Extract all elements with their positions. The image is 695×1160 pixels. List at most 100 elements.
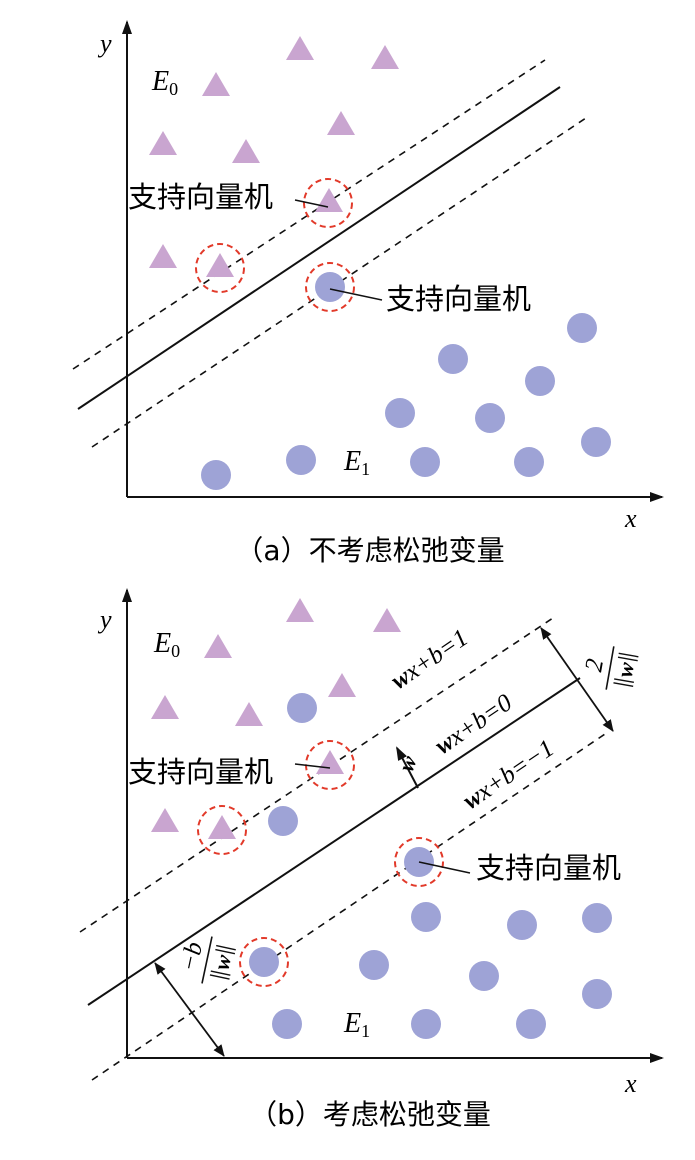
offset-numerator: −b bbox=[176, 940, 209, 974]
triangle-point bbox=[328, 673, 356, 697]
class-e0-label-a: E0 bbox=[151, 66, 178, 99]
support-vector-ring bbox=[195, 243, 245, 293]
margin-width-dimension: 2 w bbox=[540, 627, 639, 732]
sv-leader-right-a bbox=[329, 288, 383, 301]
norm-bar bbox=[617, 656, 638, 662]
triangle-point bbox=[286, 598, 314, 622]
circle-point bbox=[516, 1009, 546, 1039]
circle-point bbox=[581, 427, 611, 457]
decision-boundary-a bbox=[77, 86, 561, 410]
class-e1-points-a bbox=[201, 272, 611, 490]
support-vector-ring bbox=[305, 262, 355, 312]
triangle-point bbox=[151, 808, 179, 832]
norm-bar bbox=[216, 944, 236, 951]
circle-point bbox=[525, 366, 555, 396]
equation-upper: wx+b=1 bbox=[386, 624, 473, 695]
support-vector-triangle bbox=[206, 253, 234, 277]
sv-leader-left-a bbox=[294, 199, 329, 208]
offset-denominator: w bbox=[209, 952, 237, 972]
caption-b: （b）考虑松弛变量 bbox=[249, 1098, 491, 1131]
equations-b: wx+b=1 wx+b=0 wx+b=−1 bbox=[386, 624, 559, 815]
class-e0-points-a bbox=[149, 36, 399, 277]
triangle-point bbox=[286, 36, 314, 60]
margin-width-denominator: w bbox=[612, 660, 639, 679]
class-e1-label-a: E1 bbox=[343, 446, 370, 479]
triangle-point bbox=[204, 634, 232, 658]
class-e1-label-b: E1 bbox=[343, 1008, 370, 1041]
norm-bar bbox=[215, 948, 236, 955]
margin-width-arrow bbox=[540, 627, 614, 732]
margin-width-numerator: 2 bbox=[580, 657, 609, 674]
circle-point bbox=[410, 447, 440, 477]
x-axis-label-a: x bbox=[624, 504, 637, 533]
fraction-bar bbox=[201, 936, 213, 984]
axes-a: y x bbox=[97, 20, 664, 533]
norm-bar bbox=[614, 678, 634, 684]
circle-point bbox=[475, 403, 505, 433]
norm-bar bbox=[618, 652, 639, 658]
circle-point bbox=[286, 445, 316, 475]
triangle-point bbox=[373, 608, 401, 632]
circle-point bbox=[287, 693, 317, 723]
circle-point bbox=[268, 806, 298, 836]
class-e1-points-b bbox=[249, 693, 612, 1039]
upper-margin-line-a bbox=[72, 59, 546, 370]
triangle-point bbox=[151, 695, 179, 719]
triangle-point bbox=[371, 45, 399, 69]
equation-lower: wx+b=−1 bbox=[458, 735, 559, 815]
norm-bar bbox=[210, 970, 231, 976]
circle-point bbox=[469, 961, 499, 991]
decision-boundary-b bbox=[87, 677, 581, 1006]
fraction-bar bbox=[605, 646, 615, 690]
support-vector-ring bbox=[303, 178, 353, 228]
circle-point bbox=[507, 910, 537, 940]
class-e0-points-b bbox=[151, 598, 401, 839]
offset-arrow bbox=[154, 962, 225, 1057]
support-vector-triangle bbox=[208, 815, 236, 839]
triangle-point bbox=[149, 244, 177, 268]
circle-point bbox=[582, 979, 612, 1009]
sv-label-left-a: 支持向量机 bbox=[128, 180, 273, 214]
panel-b: y x bbox=[79, 588, 664, 1131]
y-axis-label-a: y bbox=[97, 29, 112, 58]
normal-vector-arrow bbox=[396, 746, 419, 789]
offset-fraction: −b w bbox=[176, 936, 237, 984]
sv-label-right-a: 支持向量机 bbox=[386, 282, 531, 316]
labels-a: E0 E1 支持向量机 支持向量机 bbox=[128, 66, 531, 479]
class-e0-label-b: E0 bbox=[153, 628, 180, 661]
support-vector-triangle bbox=[315, 188, 343, 212]
support-vector-ring bbox=[394, 837, 444, 887]
triangle-point bbox=[235, 702, 263, 726]
margin-width-fraction: 2 w bbox=[580, 646, 639, 690]
circle-point bbox=[411, 902, 441, 932]
sv-label-left-b: 支持向量机 bbox=[128, 755, 273, 789]
caption-a: （a）不考虑松弛变量 bbox=[235, 534, 504, 567]
support-vector-rings-a bbox=[195, 178, 355, 312]
x-axis-label-b: x bbox=[624, 1069, 637, 1098]
sv-label-right-b: 支持向量机 bbox=[476, 851, 621, 885]
circle-point bbox=[567, 313, 597, 343]
circle-point bbox=[201, 460, 231, 490]
circle-point bbox=[385, 398, 415, 428]
hyperplanes-b bbox=[79, 617, 609, 1081]
lower-margin-line-a bbox=[91, 117, 587, 448]
labels-b: E0 E1 支持向量机 支持向量机 bbox=[128, 628, 621, 1041]
sv-leader-right-b bbox=[418, 861, 471, 874]
triangle-point bbox=[232, 139, 260, 163]
triangle-point bbox=[202, 72, 230, 96]
norm-bar bbox=[209, 974, 230, 980]
circle-point bbox=[582, 903, 612, 933]
circle-point bbox=[272, 1009, 302, 1039]
triangle-point bbox=[327, 111, 355, 135]
circle-point bbox=[514, 447, 544, 477]
axes-b: y x bbox=[97, 588, 664, 1098]
triangle-point bbox=[149, 131, 177, 155]
circle-point bbox=[438, 344, 468, 374]
circle-point bbox=[359, 950, 389, 980]
sv-leader-left-b bbox=[294, 763, 331, 769]
support-vector-circle bbox=[249, 947, 279, 977]
panel-a: y x bbox=[72, 20, 664, 567]
support-vector-circle bbox=[315, 272, 345, 302]
upper-margin-line-b bbox=[79, 617, 554, 933]
